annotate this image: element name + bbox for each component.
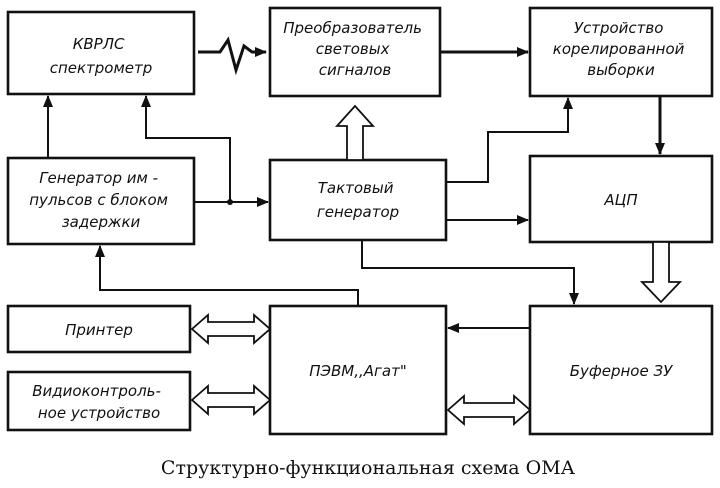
spectrometer-line-1: КВРЛС <box>73 35 125 53</box>
buffer-memory-label: Буферное ЗУ <box>570 362 673 380</box>
converter-line-1: Преобразователь <box>283 19 422 37</box>
clock-generator-line-1: Тактовый <box>318 179 394 197</box>
converter-line-2: световых <box>316 40 390 58</box>
adc-to-buffer-hollow-arrow <box>639 241 683 304</box>
pulse-generator-line-2: пульсов с блоком <box>29 191 168 209</box>
printer-label: Принтер <box>65 321 133 339</box>
svg-text:КВРЛС спектрометр: КВРЛС спектрометр <box>50 35 153 77</box>
optical-signal-link <box>198 36 267 76</box>
block-pulse-generator: Генератор им - пульсов с блоком задержки <box>6 156 196 246</box>
video-monitor-line-2: ное устройство <box>38 404 160 422</box>
pulse-generator-line-1: Генератор им - <box>39 169 158 187</box>
svg-text:Устройство корелированно: Устройство корелированной выборки <box>553 19 689 79</box>
video-monitor-line-1: Видиоконтроль- <box>32 382 161 400</box>
pulse-generator-line-3: задержки <box>62 213 141 231</box>
converter-line-3: сигналов <box>319 61 392 79</box>
monitor-computer-bidirectional-arrow <box>190 384 272 416</box>
svg-text:Буферное ЗУ: Буферное ЗУ <box>570 362 673 380</box>
clock-generator-line-2: генератор <box>317 203 399 221</box>
svg-text:Преобразователь световых: Преобразователь световых сигналов <box>283 19 427 79</box>
diagram-caption: Структурно-функциональная схема ОМА <box>161 457 576 479</box>
block-video-monitor: Видиоконтроль- ное устройство <box>6 370 192 432</box>
block-adc: АЦП <box>528 154 714 244</box>
adc-label: АЦП <box>603 191 637 209</box>
block-computer: ПЭВМ,,Агат" <box>268 304 448 436</box>
clock-to-converter-hollow-arrow <box>334 104 376 161</box>
computer-to-pulse-generator-arrow <box>95 245 359 306</box>
svg-text:Принтер: Принтер <box>65 321 133 339</box>
block-correlated-sampler: Устройство корелированной выборки <box>528 6 714 98</box>
clock-to-buffer-arrow <box>361 240 579 305</box>
block-spectrometer: КВРЛС спектрометр <box>6 10 196 96</box>
svg-text:Генератор им - пульсов с: Генератор им - пульсов с блоком задержки <box>29 169 173 231</box>
block-signal-converter: Преобразователь световых сигналов <box>268 6 442 98</box>
clock-to-sampler-arrow <box>446 97 573 183</box>
block-clock-generator: Тактовый генератор <box>268 158 448 242</box>
svg-text:ПЭВМ,,Агат": ПЭВМ,,Агат" <box>309 362 407 380</box>
sampler-line-1: Устройство <box>574 19 664 37</box>
block-buffer-memory: Буферное ЗУ <box>528 304 714 436</box>
sampler-line-3: выборки <box>587 61 655 79</box>
svg-text:Видиоконтроль- ное устро: Видиоконтроль- ное устройство <box>32 382 165 422</box>
svg-text:Тактовый генератор: Тактовый генератор <box>317 179 399 221</box>
computer-buffer-bidirectional-arrow <box>446 394 532 426</box>
svg-text:АЦП: АЦП <box>603 191 637 209</box>
printer-computer-bidirectional-arrow <box>190 313 272 345</box>
spectrometer-line-2: спектрометр <box>50 59 153 77</box>
sampler-line-2: корелированной <box>553 40 685 58</box>
computer-label: ПЭВМ,,Агат" <box>309 362 407 380</box>
block-printer: Принтер <box>6 304 192 354</box>
pulse-to-clock-link <box>141 95 269 207</box>
